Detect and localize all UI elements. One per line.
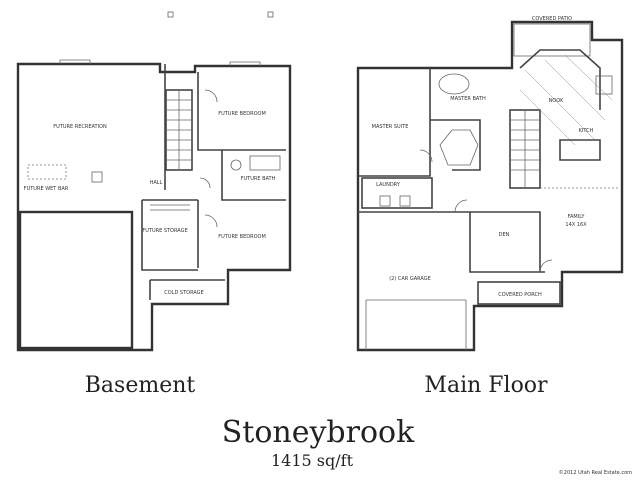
top-markers	[167, 11, 274, 18]
main-floor-caption: Main Floor	[424, 373, 548, 398]
room-future-bedroom-1: FUTURE BEDROOM	[218, 111, 266, 117]
copyright-watermark: ©2012 Utah Real Estate.com	[559, 469, 632, 476]
room-family-dimensions: 14X 16X	[565, 222, 587, 228]
room-kitch: KITCH	[579, 128, 594, 134]
main-floor-plan: COVERED PATIO MASTER SUITE MASTER BATH N…	[356, 16, 624, 352]
room-den: DEN	[499, 232, 510, 238]
room-future-bath: FUTURE BATH	[241, 176, 276, 182]
room-covered-porch: COVERED PORCH	[498, 292, 542, 298]
plan-area: 1415 sq/ft	[271, 451, 354, 470]
room-master-suite: MASTER SUITE	[372, 124, 409, 130]
room-hall: HALL	[150, 180, 163, 186]
room-cold-storage: COLD STORAGE	[164, 290, 203, 296]
room-family: FAMILY	[568, 214, 586, 220]
room-covered-patio: COVERED PATIO	[532, 16, 572, 22]
room-future-wet-bar: FUTURE WET BAR	[24, 186, 69, 192]
room-nook: NOOK	[549, 98, 565, 104]
plan-title: Stoneybrook	[222, 415, 415, 450]
room-laundry: LAUNDRY	[376, 182, 401, 188]
room-future-bedroom-2: FUTURE BEDROOM	[218, 234, 266, 240]
basement-caption: Basement	[85, 373, 196, 398]
basement-plan: FUTURE RECREATION FUTURE BEDROOM FUTURE …	[16, 59, 292, 352]
room-future-recreation: FUTURE RECREATION	[53, 124, 107, 130]
room-garage: (2) CAR GARAGE	[389, 276, 431, 282]
room-future-storage: FUTURE STORAGE	[142, 228, 187, 234]
room-master-bath: MASTER BATH	[450, 96, 486, 102]
